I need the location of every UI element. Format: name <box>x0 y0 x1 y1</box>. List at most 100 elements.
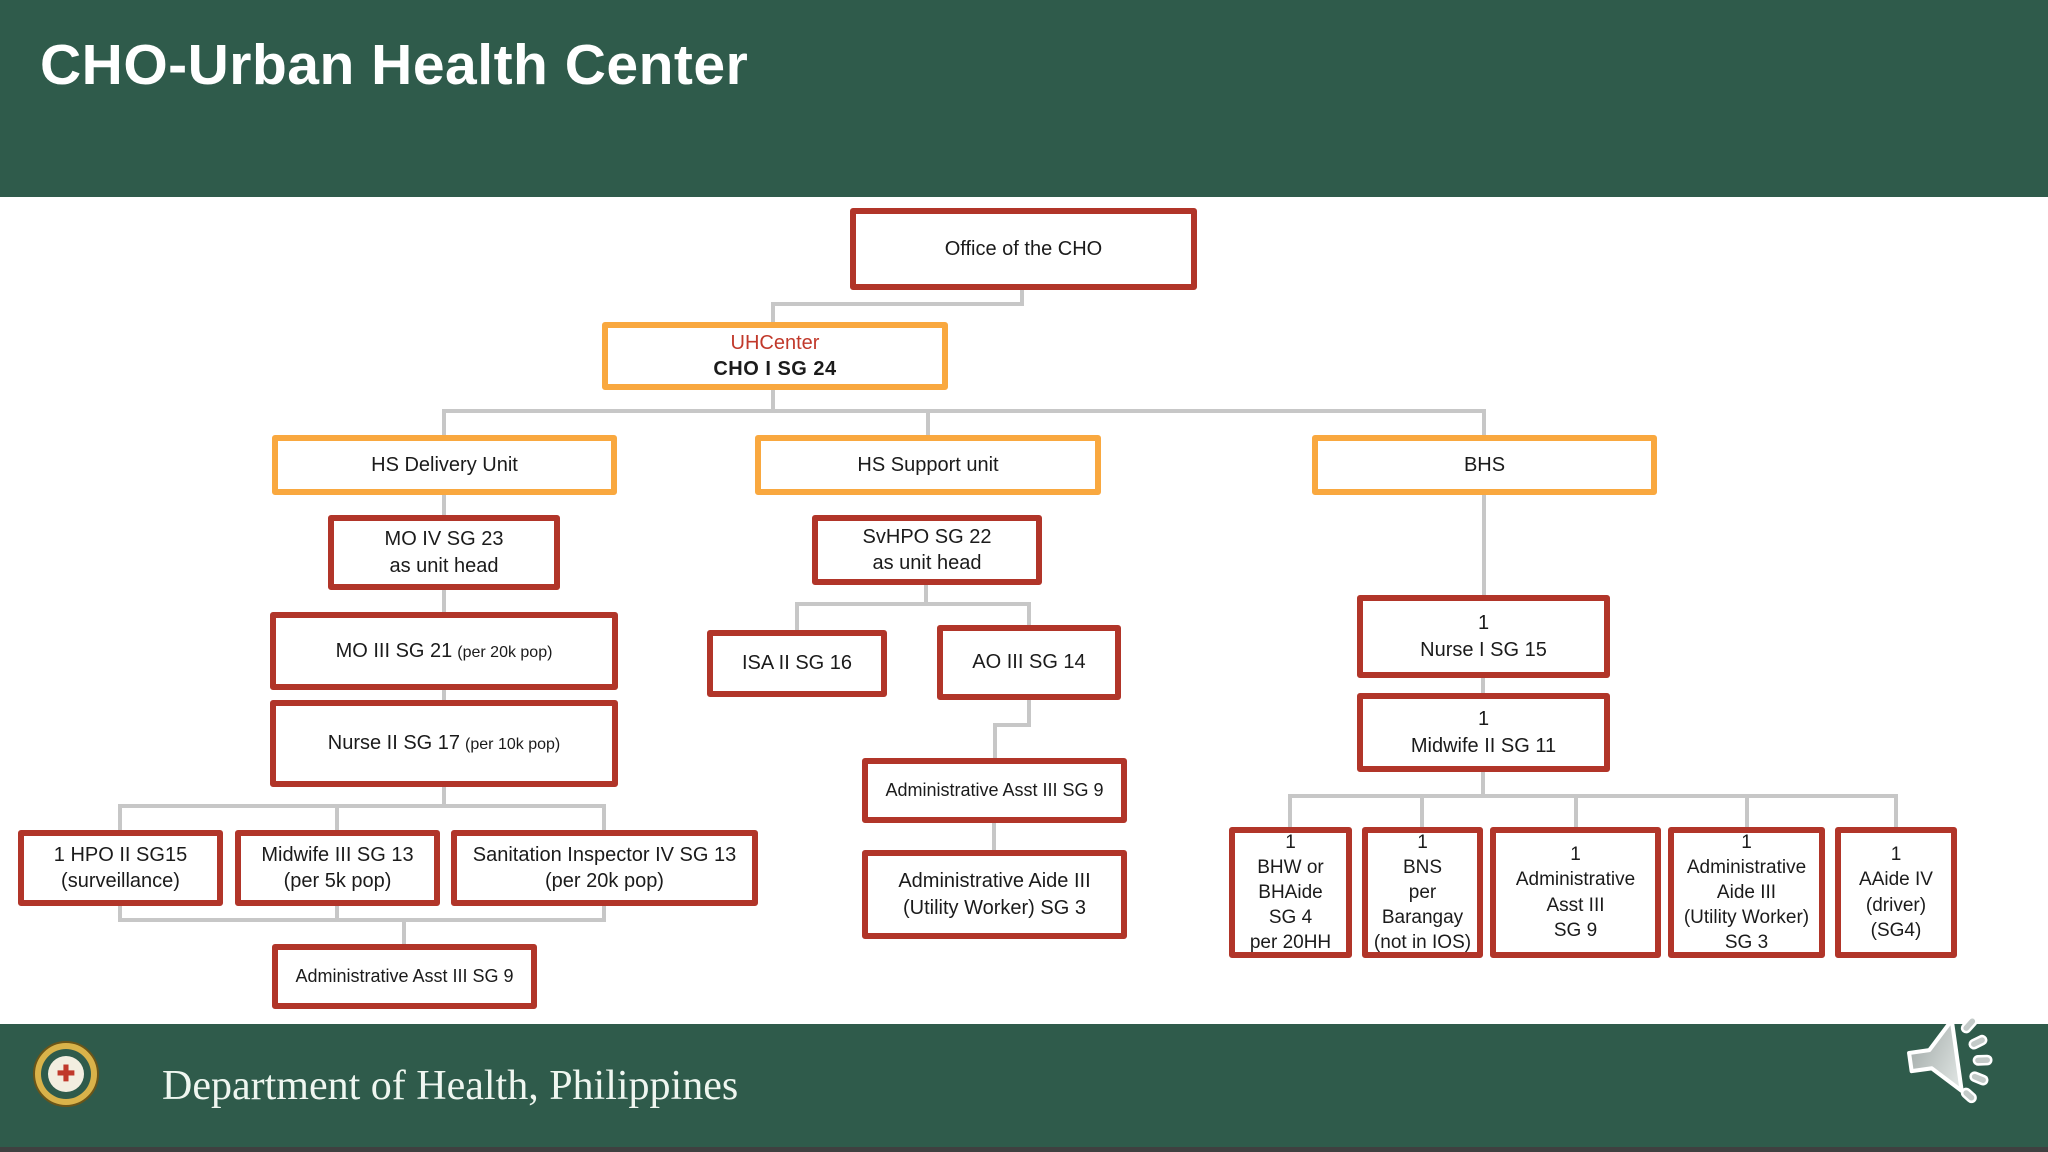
org-node-midwife-ii: 1 Midwife II SG 11 <box>1357 693 1610 772</box>
connector-line <box>118 804 606 808</box>
org-node-office-of-the-cho: Office of the CHO <box>850 208 1197 290</box>
org-node-label-note: (per 10k pop) <box>465 736 561 754</box>
org-node-sublabel: (per 5k pop) <box>283 870 392 892</box>
doh-seal-ring: ✚ <box>41 1049 91 1099</box>
connector-line <box>771 302 1024 306</box>
speaker-icon[interactable] <box>1898 1002 2010 1114</box>
connector-line <box>1027 602 1031 625</box>
connector-line <box>771 390 775 413</box>
org-node-admin-asst-iii-bhs: 1 Administrative Asst III SG 9 <box>1490 827 1661 958</box>
org-node-label: Administrative Aide III <box>898 870 1091 893</box>
org-node-admin-aide-iii-bhs: 1 Administrative Aide III (Utility Worke… <box>1668 827 1825 958</box>
connector-line <box>795 602 1031 606</box>
org-node-ao-iii: AO III SG 14 <box>937 625 1121 700</box>
org-node-sublabel: as unit head <box>872 552 982 574</box>
connector-line <box>442 409 1486 413</box>
connector-line <box>1894 794 1898 827</box>
connector-line <box>992 823 996 850</box>
connector-line <box>926 409 930 435</box>
header-band <box>0 0 2048 197</box>
connector-line <box>1020 290 1024 306</box>
org-node-label: Administrative Asst III SG 9 <box>295 965 514 986</box>
bottom-edge-strip <box>0 1147 2048 1152</box>
org-node-label-main: Nurse II SG 17 <box>327 732 461 755</box>
connector-line <box>335 906 339 922</box>
footer-band <box>0 1024 2048 1152</box>
org-node-label: MO IV SG 23 <box>384 528 504 551</box>
connector-line <box>1745 794 1749 827</box>
org-node-label: Sanitation Inspector IV SG 13 <box>472 843 737 866</box>
org-node-label: Office of the CHO <box>944 237 1103 260</box>
org-node-label: Nurse I SG 15 <box>1420 638 1547 661</box>
org-node-hs-delivery-unit: HS Delivery Unit <box>272 435 617 495</box>
org-node-sanitation-inspector-iv: Sanitation Inspector IV SG 13 (per 20k p… <box>451 830 758 906</box>
org-node-admin-asst-iii-delivery: Administrative Asst III SG 9 <box>272 944 537 1009</box>
org-node-sublabel: (per 20k pop) <box>545 870 664 892</box>
org-node-count: 1 <box>1477 612 1490 635</box>
org-node-hpo-ii: 1 HPO II SG15 (surveillance) <box>18 830 223 906</box>
connector-line <box>1420 794 1424 827</box>
connector-line <box>795 602 799 630</box>
connector-line <box>1481 678 1485 693</box>
connector-line <box>993 723 1031 727</box>
org-node-sublabel: CHO I SG 24 <box>713 358 837 380</box>
connector-line <box>118 804 122 830</box>
org-node-bns: 1 BNS per Barangay (not in IOS) <box>1362 827 1483 958</box>
connector-line <box>402 918 406 944</box>
org-node-label: 1 BNS per Barangay (not in IOS) <box>1373 831 1472 954</box>
page-title: CHO-Urban Health Center <box>40 33 749 97</box>
org-node-label: Midwife III SG 13 <box>261 843 414 866</box>
org-node-midwife-iii: Midwife III SG 13 (per 5k pop) <box>235 830 440 906</box>
org-node-nurse-i: 1 Nurse I SG 15 <box>1357 595 1610 678</box>
org-node-label: AO III SG 14 <box>972 651 1086 674</box>
connector-line <box>442 495 446 515</box>
connector-line <box>335 804 339 830</box>
connector-line <box>118 918 606 922</box>
connector-line <box>442 409 446 435</box>
org-node-mo-iii: MO III SG 21(per 20k pop) <box>270 612 618 690</box>
org-node-label: MO III SG 21(per 20k pop) <box>276 638 612 664</box>
org-node-label: UHCenter <box>730 331 820 354</box>
org-node-mo-iv: MO IV SG 23 as unit head <box>328 515 560 590</box>
org-node-label: HS Delivery Unit <box>371 453 518 476</box>
org-node-label: 1 BHW or BHAide SG 4 per 20HH <box>1249 831 1332 954</box>
org-node-aaide-iv-driver: 1 AAide IV (driver) (SG4) <box>1835 827 1957 958</box>
connector-line <box>1288 794 1292 827</box>
org-node-bhw-bhaide: 1 BHW or BHAide SG 4 per 20HH <box>1229 827 1352 958</box>
connector-line <box>993 723 997 758</box>
org-node-label: ISA II SG 16 <box>741 652 853 675</box>
org-node-svhpo: SvHPO SG 22 as unit head <box>812 515 1042 585</box>
org-node-label: SvHPO SG 22 <box>862 525 992 548</box>
org-node-hs-support-unit: HS Support unit <box>755 435 1101 495</box>
org-node-sublabel: (surveillance) <box>61 870 180 892</box>
org-node-label: BHS <box>1463 453 1506 476</box>
connector-line <box>602 906 606 922</box>
connector-line <box>924 585 928 606</box>
connector-line <box>1574 794 1578 827</box>
org-node-label-note: (per 20k pop) <box>457 643 553 661</box>
org-node-label: Nurse II SG 17(per 10k pop) <box>276 730 612 756</box>
org-node-uhcenter: UHCenter CHO I SG 24 <box>602 322 948 390</box>
org-node-label: 1 AAide IV (driver) (SG4) <box>1859 844 1933 941</box>
connector-line <box>442 787 446 808</box>
connector-line <box>1288 794 1898 798</box>
org-node-label: 1 Administrative Asst III SG 9 <box>1515 844 1636 941</box>
connector-line <box>1482 495 1486 595</box>
org-node-label: Midwife II SG 11 <box>1410 734 1557 757</box>
footer-org-name: Department of Health, Philippines <box>162 1063 739 1109</box>
org-node-label: Administrative Asst III SG 9 <box>885 779 1104 800</box>
doh-seal-cross-icon: ✚ <box>48 1056 84 1092</box>
connector-line <box>442 590 446 612</box>
org-node-sublabel: as unit head <box>389 554 499 577</box>
connector-line <box>442 690 446 700</box>
connector-line <box>1027 700 1031 727</box>
org-node-label: HS Support unit <box>857 453 999 476</box>
org-node-label: 1 HPO II SG15 <box>53 843 188 866</box>
org-node-admin-aide-iii-support: Administrative Aide III (Utility Worker)… <box>862 850 1127 939</box>
org-node-bhs: BHS <box>1312 435 1657 495</box>
org-node-label-main: MO III SG 21 <box>335 639 453 662</box>
connector-line <box>1481 772 1485 798</box>
connector-line <box>118 906 122 922</box>
connector-line <box>1482 409 1486 435</box>
org-node-nurse-ii: Nurse II SG 17(per 10k pop) <box>270 700 618 787</box>
